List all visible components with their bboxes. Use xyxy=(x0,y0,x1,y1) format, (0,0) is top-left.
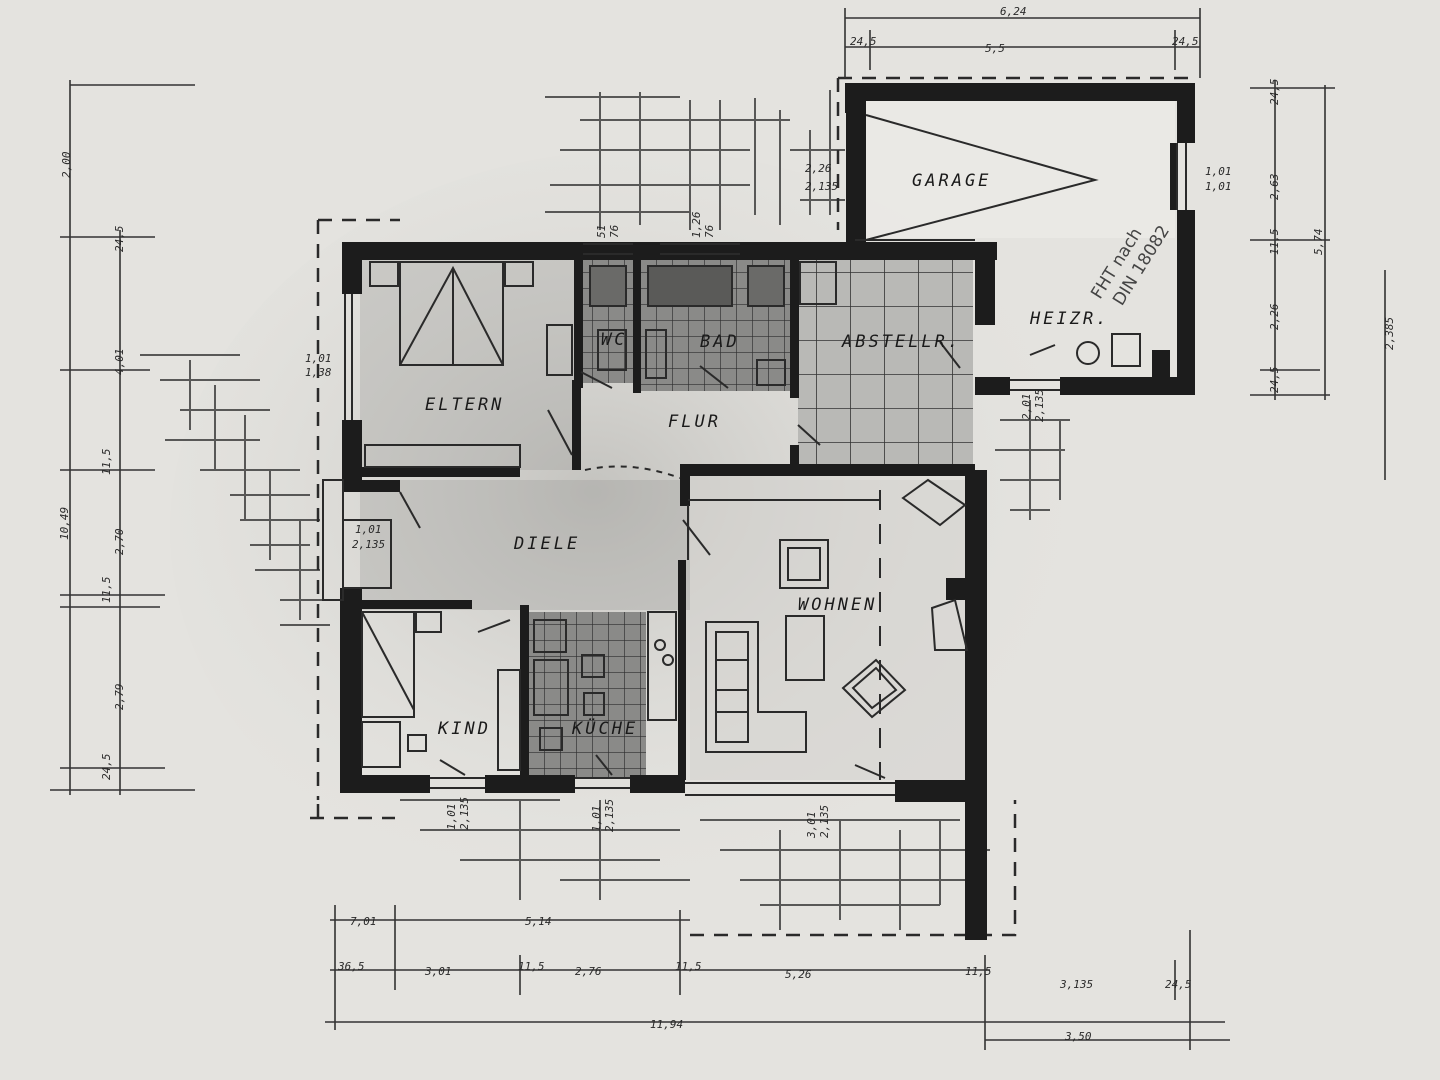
dim-win-kueche: 1,01 xyxy=(590,806,603,833)
armchair-2 xyxy=(841,658,907,719)
coffee-table xyxy=(785,615,825,681)
dim-bottom-b: 5,14 xyxy=(525,915,552,928)
furniture xyxy=(322,261,1141,780)
dim-win-garage-l2: 2,135 xyxy=(805,180,838,193)
dim-left-small-3: 11,5 xyxy=(100,577,113,604)
dim-bottom-small-1: 36,5 xyxy=(337,960,365,973)
bathtub xyxy=(647,265,733,307)
dim-top-total: 6,24 xyxy=(1000,5,1027,18)
kueche-floor xyxy=(528,612,646,777)
dim-bottom-right: 3,50 xyxy=(1064,1030,1092,1043)
background-gridlines xyxy=(140,90,1070,930)
dim-left-small-2: 11,5 xyxy=(100,449,113,476)
dim-bottom-small-3: 11,5 xyxy=(675,960,702,973)
interior-walls xyxy=(345,96,1177,780)
dim-right-b: 2,26 xyxy=(1268,303,1281,330)
dim-win-kind: 1,01 xyxy=(445,804,458,831)
dim-left-diele: 2,70 xyxy=(113,528,126,555)
room-label-diele: DIELE xyxy=(513,534,580,554)
dim-bottom-d: 2,76 xyxy=(575,965,602,978)
dim-bottom-small-2: 11,5 xyxy=(518,960,545,973)
dim-bottom-total: 11,94 xyxy=(650,1018,683,1031)
dim-right-small-3: 24,5 xyxy=(1268,367,1281,394)
room-label-eltern: ELTERN xyxy=(425,395,504,415)
kind-desk xyxy=(497,669,521,771)
abstellr-floor xyxy=(798,258,973,466)
door-swings xyxy=(399,341,1056,779)
dim-win-garage-r2: 1,01 xyxy=(1205,180,1232,193)
dim-win-kueche2: 2,135 xyxy=(603,799,616,832)
dim-win-kind2: 2,135 xyxy=(458,797,471,830)
kitchen-counter xyxy=(647,611,677,721)
dim-win-diele2: 2,135 xyxy=(352,538,385,551)
dim-win-eltern: 1,01 xyxy=(305,352,332,365)
room-label-kind: KIND xyxy=(437,719,491,739)
dim-right-small-1: 24,5 xyxy=(1268,79,1281,106)
dim-right-total: 5,74 xyxy=(1312,229,1325,256)
overhang-line-bottom xyxy=(690,800,1017,937)
room-label-garage: GARAGE xyxy=(912,171,991,191)
garage-floor xyxy=(855,98,1175,238)
dimension-lines xyxy=(50,8,1386,1050)
dim-win-eltern2: 1,38 xyxy=(305,366,332,379)
double-bed xyxy=(399,261,504,366)
dimension-labels: 6,24 5,5 24,5 24,5 2,00 4,01 10,49 2,70 … xyxy=(58,5,1396,1043)
overhang-line-garage xyxy=(836,76,1198,230)
dim-bottom-f: 3,135 xyxy=(1059,978,1093,991)
room-label-heizr: HEIZR. xyxy=(1029,309,1109,329)
dim-win-diele: 1,01 xyxy=(355,523,382,536)
dim-win-wc2: 76 xyxy=(608,224,621,238)
room-label-bad: BAD xyxy=(700,332,740,352)
room-label-flur: FLUR xyxy=(668,412,721,432)
dim-win-garage-l: 2,26 xyxy=(805,162,832,175)
dim-left-kind: 2,79 xyxy=(113,684,126,711)
dim-bottom-c: 3,01 xyxy=(424,965,452,978)
dim-top-left: 24,5 xyxy=(850,35,877,48)
wardrobe xyxy=(364,444,521,468)
dim-bottom-small-4: 11,5 xyxy=(965,965,992,978)
boiler xyxy=(1076,341,1100,365)
garage-door-swing xyxy=(865,114,1099,241)
dim-left-small-1: 24,5 xyxy=(113,226,126,253)
dim-win-wohnen2: 2,135 xyxy=(818,805,831,838)
dim-bottom-a: 7,01 xyxy=(350,915,377,928)
room-label-wc: WC xyxy=(601,330,627,350)
dim-win-bad2: 76 xyxy=(703,224,716,238)
diele-floor xyxy=(360,480,690,610)
sofa xyxy=(705,621,807,753)
eltern-floor xyxy=(360,255,580,470)
dim-door-heizr: 2,01 xyxy=(1020,394,1033,421)
dim-bottom-small-5: 24,5 xyxy=(1165,978,1192,991)
dim-win-bad: 1,26 xyxy=(690,211,703,238)
wohnen-floor xyxy=(690,480,970,780)
fireplace xyxy=(930,598,969,651)
dim-left-small-4: 24,5 xyxy=(100,754,113,781)
dresser xyxy=(546,324,573,376)
dim-top-inner: 5,5 xyxy=(985,42,1005,55)
room-label-abstellr: ABSTELLR. xyxy=(841,332,961,352)
dim-right-a: 2,63 xyxy=(1268,174,1281,201)
dim-top-right: 24,5 xyxy=(1172,35,1199,48)
dim-left-total: 10,49 xyxy=(58,507,71,540)
dim-win-garage-r: 1,01 xyxy=(1205,165,1232,178)
dim-right-small-2: 11,5 xyxy=(1268,229,1281,256)
dim-left-top: 2,00 xyxy=(60,151,73,178)
room-label-wohnen: WOHNEN xyxy=(798,595,877,615)
dim-left-eltern: 4,01 xyxy=(113,349,126,376)
overhang-line-left xyxy=(310,218,400,820)
dim-door-heizr2: 2,135 xyxy=(1033,389,1046,422)
single-bed xyxy=(361,611,415,718)
dim-win-wc: 51 xyxy=(595,225,608,238)
room-label-kueche: KÜCHE xyxy=(571,717,638,739)
dim-win-wohnen: 3,01 xyxy=(805,812,818,840)
armchair xyxy=(779,539,829,589)
dim-right-c: 2,385 xyxy=(1383,317,1396,350)
dim-bottom-e: 5,26 xyxy=(785,968,812,981)
windows xyxy=(344,143,1187,796)
exterior-walls xyxy=(340,83,1195,940)
